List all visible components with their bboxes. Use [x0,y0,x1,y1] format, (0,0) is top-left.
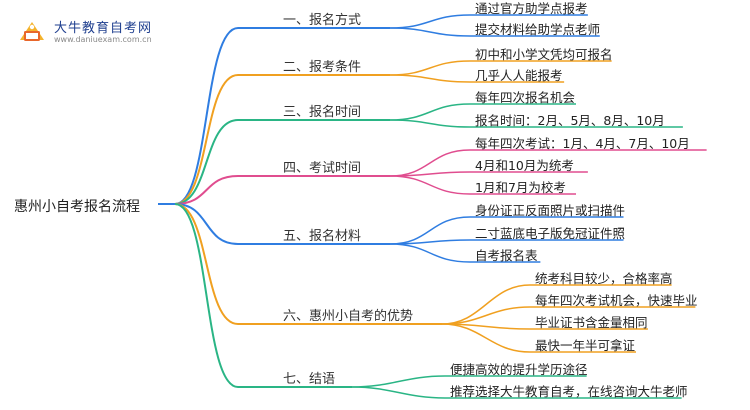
leaf-item-4-1: 每年四次考试：1月、4月、7月、10月 [475,136,690,151]
branch-connector-3 [174,119,390,205]
root-topic: 惠州小自考报名流程 [14,199,140,215]
branch-connector-1 [174,27,390,205]
leaf-item-5-2: 二寸蓝底电子版免冠证件照 [475,226,626,241]
site-logo[interactable]: 大牛教育自考网 www.daniuexam.com.cn [16,14,196,50]
branch-connector-6 [174,203,442,325]
leaf-connector-7-2 [351,386,682,399]
leaf-item-6-1: 统考科目较少，合格率高 [535,271,673,286]
leaf-connector-3-1 [389,103,576,121]
book-logo-icon [20,22,44,41]
leaf-connector-4-1 [389,149,707,177]
leaf-connector-6-1 [441,284,672,325]
leaf-connector-4-2 [389,171,588,177]
leaf-connector-1-1 [389,14,588,29]
branch-label-3: 三、报名时间 [283,105,362,120]
leaf-item-6-3: 毕业证书含金量相同 [535,315,648,330]
leaf-connector-3-2 [389,119,683,128]
leaf-item-2-2: 几乎人人能报考 [475,68,563,83]
logo-title: 大牛教育自考网 [54,21,153,36]
leaf-connector-2-2 [389,74,565,83]
leaf-item-7-2: 推荐选择大牛教育自考，在线咨询大牛老师 [450,384,688,399]
leaf-item-6-4: 最快一年半可拿证 [535,338,636,353]
leaf-connector-5-3 [389,243,541,263]
branch-connector-5 [174,203,390,245]
branch-connector-2 [174,74,390,205]
logo-url: www.daniuexam.com.cn [54,35,152,44]
leaf-item-6-2: 每年四次考试机会，快速毕业 [535,293,698,308]
branch-connector-7 [174,203,352,388]
branch-label-4: 四、考试时间 [283,161,362,176]
leaf-connector-6-3 [441,323,648,330]
leaf-connector-6-4 [441,323,636,353]
leaf-connector-2-1 [389,60,612,76]
leaf-item-7-1: 便捷高效的提升学历途径 [450,362,588,377]
leaf-item-3-1: 每年四次报名机会 [475,90,576,105]
leaf-item-1-1: 通过官方助学点报考 [475,1,588,16]
leaf-connector-6-2 [441,306,696,325]
branch-label-7: 七、结语 [283,372,336,387]
branch-label-6: 六、惠州小自考的优势 [283,309,414,324]
branch-label-5: 五、报名材料 [283,229,362,244]
branch-label-1: 一、报名方式 [283,13,362,28]
leaf-item-5-1: 身份证正反面照片或扫描件 [475,203,626,218]
leaf-connector-5-2 [389,239,624,245]
branch-connector-4 [174,175,390,205]
leaf-item-2-1: 初中和小学文凭均可报名 [475,47,613,62]
leaf-item-5-3: 自考报名表 [475,248,538,263]
leaf-item-1-2: 提交材料给助学点老师 [475,22,601,37]
leaf-connector-1-2 [389,27,600,37]
leaf-connector-5-1 [389,216,624,245]
leaf-connector-7-1 [351,375,587,388]
leaf-item-4-3: 1月和7月为校考 [475,180,566,195]
branch-label-2: 二、报考条件 [283,60,362,75]
leaf-item-3-2: 报名时间：2月、5月、8月、10月 [475,113,665,128]
leaf-item-4-2: 4月和10月为统考 [475,158,574,173]
leaf-connector-4-3 [389,175,576,195]
